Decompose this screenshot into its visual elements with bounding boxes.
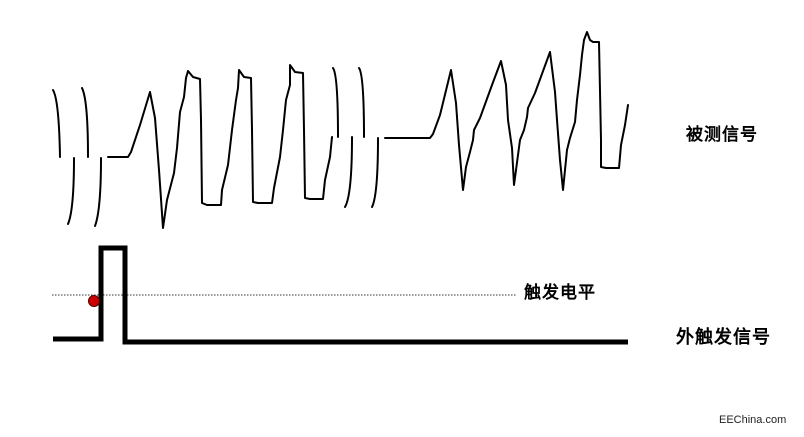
measured-signal-label: 被测信号 [686,125,758,145]
trigger-level-label: 触发电平 [524,283,596,303]
external-trigger-signal-label: 外触发信号 [676,327,771,348]
measured-signal-waveform [52,31,629,229]
external-trigger-pulse [53,245,628,345]
trigger-point-marker [88,295,100,307]
watermark: EEChina.com [719,414,787,426]
